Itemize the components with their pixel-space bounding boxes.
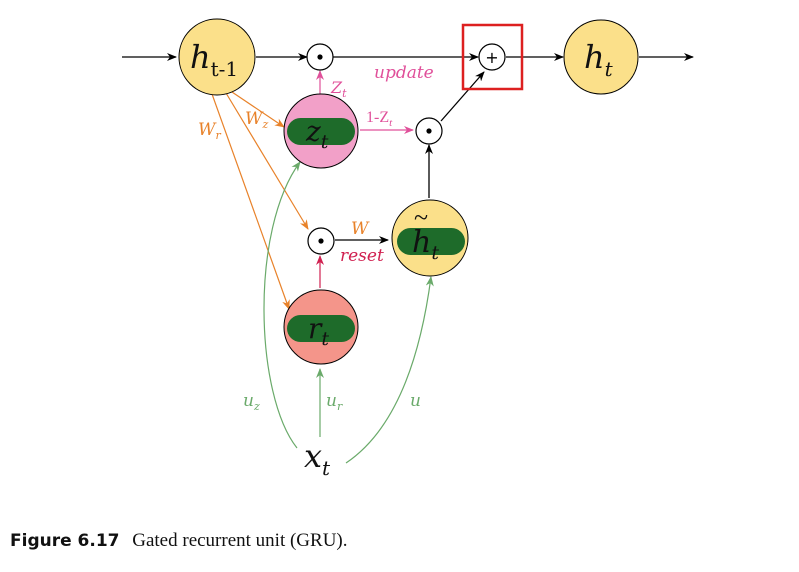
label-W-r: Wr: [198, 120, 221, 142]
x-t-label: xt: [304, 437, 331, 480]
h-t-node: ht: [563, 19, 639, 95]
h-t-circle: [563, 19, 639, 95]
z-gate-label: zt: [305, 115, 329, 153]
r-gate-node: rt: [283, 289, 359, 365]
figure-caption: Figure 6.17 Gated recurrent unit (GRU).: [10, 530, 348, 552]
h-prev-node: ht-1: [178, 18, 256, 96]
input-edges: [263, 161, 434, 464]
edge-mid-dot-to-plus: [440, 71, 485, 122]
dot-icon: [318, 238, 324, 244]
h-candidate-label: ht: [412, 225, 439, 264]
edge-hprev-to-z: [228, 89, 285, 128]
figure-number: Figure 6.17: [10, 531, 120, 551]
label-update: update: [374, 63, 434, 83]
weight-edges: [211, 89, 309, 310]
label-W: W: [351, 219, 370, 239]
r-gate-bar: [287, 315, 355, 342]
mid-multiply-op: [415, 117, 443, 145]
h-candidate-tilde: ~: [414, 203, 428, 232]
label-u-r: ur: [326, 391, 343, 413]
plus-highlight-box: [461, 23, 524, 91]
h-candidate-bar: [397, 228, 465, 255]
label-u: u: [410, 391, 421, 411]
h-prev-label: ht-1: [190, 38, 238, 81]
plus-op: +: [478, 43, 506, 71]
label-reset: reset: [340, 246, 384, 266]
h-prev-circle: [178, 18, 256, 96]
z-gate-bar: [287, 118, 355, 145]
top-multiply-op: [306, 43, 334, 71]
label-one-minus-z: 1-Zt: [366, 109, 393, 129]
edge-x-to-z: [263, 161, 301, 449]
figure-caption-text: Gated recurrent unit (GRU).: [132, 530, 348, 551]
main-path-edges: [122, 53, 694, 244]
edge-x-to-hcand: [345, 276, 434, 464]
dot-icon: [317, 54, 323, 60]
r-gate-label: rt: [308, 312, 329, 350]
h-candidate-node: ~ ht: [391, 199, 469, 277]
edge-hprev-to-reset-dot: [225, 92, 309, 230]
reset-multiply-op: [307, 227, 335, 255]
h-t-label: ht: [584, 38, 614, 81]
plus-icon: +: [485, 48, 498, 67]
edge-hprev-to-r: [211, 93, 290, 310]
label-W-z: Wz: [245, 109, 268, 131]
label-u-z: uz: [243, 391, 260, 413]
label-z-t: Zt: [330, 78, 347, 100]
z-gate-node: zt: [283, 93, 359, 169]
dot-icon: [426, 128, 432, 134]
